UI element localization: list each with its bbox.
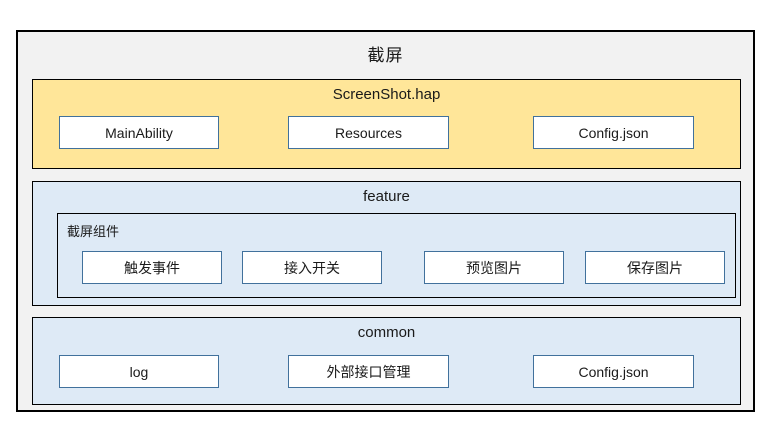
outer-container: 截屏 ScreenShot.hap MainAbility Resources … (16, 30, 755, 412)
box-config-json-common: Config.json (533, 355, 694, 388)
box-mainability: MainAbility (59, 116, 219, 149)
module-common: common log 外部接口管理 Config.json (32, 317, 741, 405)
box-resources: Resources (288, 116, 449, 149)
box-access-switch: 接入开关 (242, 251, 382, 284)
box-trigger-event: 触发事件 (82, 251, 222, 284)
diagram-title: 截屏 (367, 46, 404, 65)
group-screenshot-component: 截屏组件 触发事件 接入开关 预览图片 保存图片 (57, 213, 736, 298)
box-config-json-hap: Config.json (533, 116, 694, 149)
group-screenshot-component-label: 截屏组件 (67, 224, 120, 239)
module-feature-title: feature (363, 188, 410, 205)
box-save-image: 保存图片 (585, 251, 725, 284)
module-common-title: common (357, 324, 416, 341)
module-feature: feature 截屏组件 触发事件 接入开关 预览图片 保存图片 (32, 181, 741, 306)
module-screenshot-hap: ScreenShot.hap MainAbility Resources Con… (32, 79, 741, 169)
box-log: log (59, 355, 219, 388)
module-screenshot-hap-title: ScreenShot.hap (332, 86, 441, 103)
box-external-interface-management: 外部接口管理 (288, 355, 449, 388)
box-preview-image: 预览图片 (424, 251, 564, 284)
